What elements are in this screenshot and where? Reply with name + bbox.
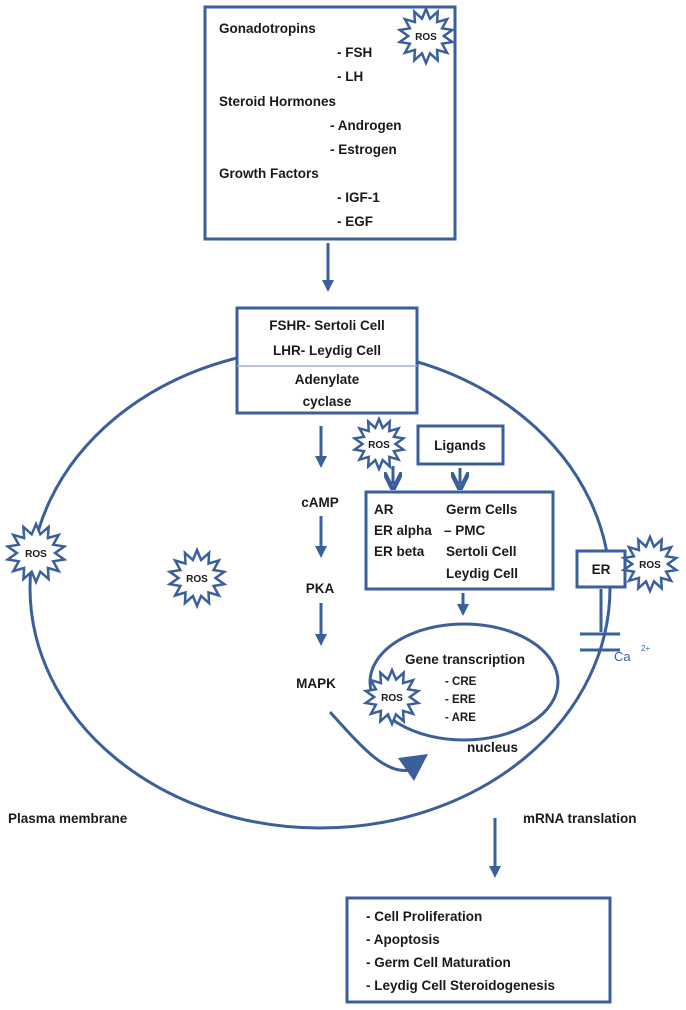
response-element-ere: - ERE: [445, 694, 476, 706]
target-pmc: – PMC: [444, 523, 486, 538]
pka-label: PKA: [306, 581, 335, 596]
target-sertoli-cell: Sertoli Cell: [446, 544, 517, 559]
receptor-er-alpha: ER alpha: [374, 523, 432, 538]
arrow-mapk-to-nucleus: [328, 710, 411, 773]
ros-label: ROS: [639, 560, 661, 571]
adenylate-label: Adenylate: [295, 372, 360, 387]
ros-label: ROS: [415, 32, 437, 43]
steroid-receptor-box: [364, 490, 555, 591]
ros-label: ROS: [25, 549, 47, 560]
ros-burst-receptors: ROS: [351, 415, 407, 473]
er-membrane-label: ER: [592, 562, 611, 577]
mapk-label: MAPK: [296, 676, 336, 691]
nucleus-label: nucleus: [467, 740, 518, 755]
hormone-gonadotropins: Gonadotropins: [219, 21, 316, 36]
calcium-label: Ca: [614, 649, 631, 664]
ros-label: ROS: [186, 574, 208, 585]
outcome-apoptosis: - Apoptosis: [366, 932, 440, 947]
ros-burst-cytoplasm: ROS: [166, 546, 228, 610]
hormone-estrogen: - Estrogen: [330, 142, 397, 157]
hormone-lh: - LH: [337, 69, 363, 84]
gene-transcription-label: Gene transcription: [405, 652, 525, 667]
calcium-superscript: 2+: [641, 644, 650, 653]
response-element-cre: - CRE: [445, 676, 477, 688]
plasma-membrane-label: Plasma membrane: [8, 811, 128, 826]
ligands-label: Ligands: [434, 438, 486, 453]
hormone-steroid: Steroid Hormones: [219, 94, 336, 109]
ros-burst-nucleus: ROS: [362, 666, 422, 728]
outcome-leydig-steroidogenesis: - Leydig Cell Steroidogenesis: [366, 978, 555, 993]
ros-label: ROS: [381, 693, 403, 704]
camp-label: cAMP: [301, 495, 339, 510]
nucleus: [368, 622, 560, 742]
response-element-are: - ARE: [445, 712, 476, 724]
receptor-fshr: FSHR- Sertoli Cell: [269, 318, 385, 333]
ros-burst-membrane-left: ROS: [4, 520, 68, 586]
ros-label: ROS: [368, 440, 390, 451]
target-leydig-cell: Leydig Cell: [446, 566, 518, 581]
hormone-igf1: - IGF-1: [337, 190, 380, 205]
er-membrane-box: [575, 549, 627, 589]
ligands-box: [416, 424, 505, 466]
hormone-androgen: - Androgen: [330, 118, 402, 133]
target-germ-cells: Germ Cells: [446, 502, 517, 517]
receptor-box: [235, 306, 419, 415]
cyclase-label: cyclase: [303, 394, 352, 409]
hormone-fsh: - FSH: [337, 45, 372, 60]
ros-burst-hormones: ROS: [396, 5, 456, 67]
receptor-er-beta: ER beta: [374, 544, 425, 559]
ros-burst-er: ROS: [620, 533, 680, 595]
hormone-growth-factors: Growth Factors: [219, 166, 319, 181]
outcome-germ-cell-maturation: - Germ Cell Maturation: [366, 955, 511, 970]
mrna-translation-label: mRNA translation: [523, 811, 637, 826]
arrow-mapk-head: [398, 754, 428, 781]
outcomes-box: [345, 896, 612, 1004]
outcome-cell-proliferation: - Cell Proliferation: [366, 909, 482, 924]
hormone-egf: - EGF: [337, 214, 373, 229]
receptor-ar: AR: [374, 502, 394, 517]
receptor-lhr: LHR- Leydig Cell: [273, 343, 381, 358]
hormones-list: Gonadotropins - FSH - LH Steroid Hormone…: [219, 21, 402, 229]
